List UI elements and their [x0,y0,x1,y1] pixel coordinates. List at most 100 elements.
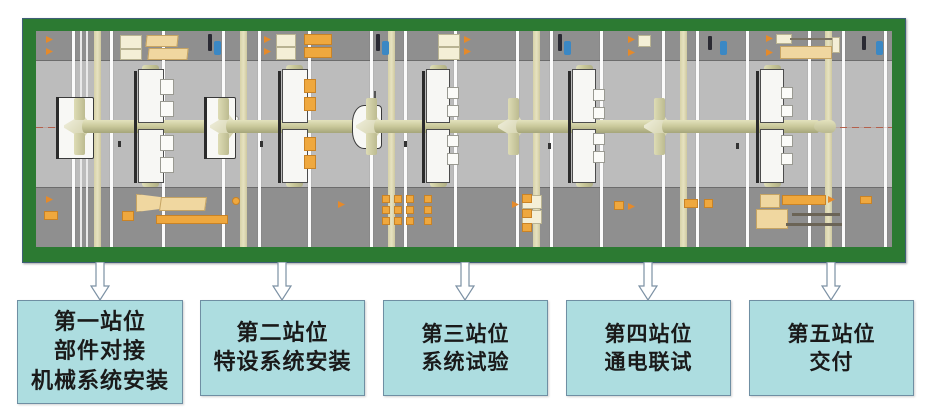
equipment-crate [394,217,402,225]
equipment-crate [782,195,826,205]
floor-marker [404,141,407,147]
equipment-crate [147,48,189,60]
station-box-5[interactable]: 第五站位 交付 [749,300,914,396]
work-platform [593,151,605,163]
station-box-1[interactable]: 第一站位 部件对接 机械系统安装 [17,300,183,404]
worker-figure [862,36,866,50]
worker-figure [876,41,883,55]
work-platform [781,153,793,165]
station-1-line-1: 第一站位 [53,309,146,336]
traffic-cone-icon [46,36,53,43]
traffic-cone-icon [828,196,835,203]
work-platform [593,89,605,101]
work-platform [593,133,605,145]
equipment-crate [424,195,432,203]
station-5-line-1: 第五站位 [787,321,876,347]
overhead-gantry [278,71,281,183]
equipment-crate [438,34,460,47]
assembly-line-illustration-panel [22,18,906,263]
support-pole [842,31,845,247]
equipment-crate [156,215,228,224]
equipment-crate [424,217,432,225]
traffic-cone-icon [766,49,773,56]
support-pole [404,31,407,247]
worker-figure [382,41,389,55]
station-1-line-2: 部件对接 [53,338,146,365]
equipment-crate [159,197,207,211]
floor-guide-rail [240,31,247,247]
horizontal-stabilizer [74,98,85,120]
horizontal-stabilizer [74,133,85,155]
horizontal-stabilizer [366,133,377,155]
equipment-crate [382,206,390,214]
station-3-line-2: 系统试验 [421,349,510,374]
horizontal-stabilizer [366,98,377,120]
hangar-floor [36,31,892,247]
work-platform [160,101,174,117]
aisle-divider-bottom [36,187,892,188]
aisle-divider-top [36,60,892,61]
flow-arrow-2 [272,262,292,302]
equipment-crate [832,37,840,53]
work-platform [282,69,308,123]
floor-guide-rail [533,31,540,247]
worker-figure [376,34,380,51]
work-platform [447,153,459,165]
equipment-crate [304,79,316,93]
equipment-crate [406,206,414,214]
support-pole [258,31,261,247]
equipment-crate [438,47,460,60]
horizontal-stabilizer [218,98,229,120]
support-pole [110,31,113,247]
worker-figure [208,34,212,51]
equipment-crate [394,195,402,203]
equipment-crate [780,46,832,59]
flow-arrow-1 [90,262,110,302]
station-1-line-3: 机械系统安装 [30,367,169,394]
floor-guide-rail [94,31,101,247]
dock-rail [204,97,207,159]
equipment-crate [145,35,179,47]
flow-arrow-5 [821,262,841,302]
support-pole [808,31,811,247]
traffic-cone-icon [628,49,635,56]
dock-rail [56,97,59,159]
equipment-crate [120,49,142,60]
overhead-gantry [756,71,759,183]
traffic-cone-icon [46,48,53,55]
floor-guide-rail [825,31,832,247]
equipment-crate [382,217,390,225]
horizontal-stabilizer [654,98,665,120]
horizontal-stabilizer [508,133,519,155]
flow-arrow-3 [455,262,475,302]
equipment-crate [760,194,780,208]
traffic-cone-icon [512,201,519,208]
work-platform [781,135,793,147]
support-pole [746,31,749,247]
equipment-crate [120,35,142,49]
work-platform [138,129,164,183]
horizontal-stabilizer [508,98,519,120]
traffic-cone-icon [628,203,635,210]
station-3-line-1: 第三站位 [421,321,510,347]
equipment-crate [304,97,316,111]
work-platform [447,135,459,147]
equipment-crate [406,195,414,203]
station-box-4[interactable]: 第四站位 通电联试 [566,300,731,396]
equipment-crate [122,211,134,221]
traffic-cone-icon [464,36,471,43]
work-platform [781,87,793,99]
work-platform [447,87,459,99]
station-box-3[interactable]: 第三站位 系统试验 [383,300,548,396]
fuselage [516,120,672,133]
fuselage [82,120,222,133]
equipment-crate [614,201,624,210]
tow-bar [786,223,842,226]
equipment-crate [304,47,332,58]
floor-marker [118,141,121,147]
station-box-2[interactable]: 第二站位 特设系统安装 [200,300,365,396]
equipment-crate [276,47,296,60]
station-2-line-1: 第二站位 [236,319,329,346]
equipment-crate [756,209,788,229]
equipment-crate [522,194,532,203]
